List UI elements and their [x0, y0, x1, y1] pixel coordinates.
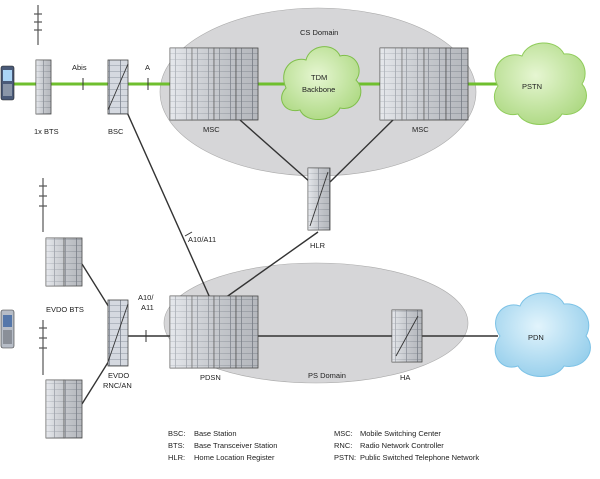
bsc-label: BSC	[108, 127, 124, 136]
msc-right-label: MSC	[412, 125, 429, 134]
legend-abbr: MSC:	[334, 429, 353, 438]
mobile-phone-icon	[0, 65, 15, 101]
legend-desc: Radio Network Controller	[360, 441, 444, 450]
msc-right-equipment	[379, 47, 469, 121]
a10-a11-diagonal-label: A10/A11	[188, 235, 216, 244]
legend-abbr: HLR:	[168, 453, 186, 462]
a-interface-label: A	[145, 63, 150, 72]
legend-row: HLR: Home Location Register PSTN: Public…	[168, 452, 588, 464]
hlr-label: HLR	[310, 241, 326, 250]
legend-desc: Mobile Switching Center	[360, 429, 441, 438]
evdo-rnc-equipment	[107, 299, 129, 367]
legend-row: BSC: Base Station MSC: Mobile Switching …	[168, 428, 588, 440]
tdm-label-line1: TDM	[311, 73, 327, 82]
pdsn-label: PDSN	[200, 373, 221, 382]
evdo-bts-label: EVDO BTS	[46, 305, 84, 314]
cs-domain-label: CS Domain	[300, 28, 338, 37]
evdo-bts-lower-equipment	[45, 379, 83, 439]
abis-interface-label: Abis	[72, 63, 87, 72]
pdsn-equipment	[169, 295, 259, 369]
legend-row: BTS: Base Transceiver Station RNC: Radio…	[168, 440, 588, 452]
msc-left-equipment	[169, 47, 259, 121]
legend-abbr: RNC:	[334, 441, 353, 450]
pdn-cloud	[494, 292, 591, 377]
bts-1x-label: 1x BTS	[34, 127, 59, 136]
abbreviation-legend: BSC: Base Station MSC: Mobile Switching …	[168, 428, 588, 464]
legend-desc: Base Station	[194, 429, 237, 438]
legend-abbr: PSTN:	[334, 453, 357, 462]
bts-1x-equipment	[35, 59, 52, 115]
evdo-phone-icon	[0, 309, 15, 349]
ha-equipment	[391, 309, 423, 363]
bsc-equipment	[107, 59, 129, 115]
legend-desc: Home Location Register	[194, 453, 275, 462]
ha-label: HA	[400, 373, 410, 382]
evdo-rnc-label-line2: RNC/AN	[103, 381, 132, 390]
evdo-rnc-label-line1: EVDO	[108, 371, 129, 380]
antenna-icons	[34, 5, 47, 375]
legend-abbr: BSC:	[168, 429, 186, 438]
tdm-backbone-cloud	[281, 46, 362, 120]
links	[14, 78, 500, 405]
a10-label-line2: A11	[141, 303, 154, 312]
ps-domain-label: PS Domain	[308, 371, 346, 380]
msc-left-label: MSC	[203, 125, 220, 134]
hlr-equipment	[307, 167, 331, 231]
tdm-label-line2: Backbone	[302, 85, 335, 94]
pstn-cloud	[493, 42, 587, 125]
pdn-label: PDN	[528, 333, 544, 342]
legend-desc: Base Transceiver Station	[194, 441, 278, 450]
a10-label-line1: A10/	[138, 293, 154, 302]
legend-abbr: BTS:	[168, 441, 185, 450]
pstn-label: PSTN	[522, 82, 542, 91]
legend-desc: Public Switched Telephone Network	[360, 453, 480, 462]
evdo-bts-upper-equipment	[45, 237, 83, 287]
